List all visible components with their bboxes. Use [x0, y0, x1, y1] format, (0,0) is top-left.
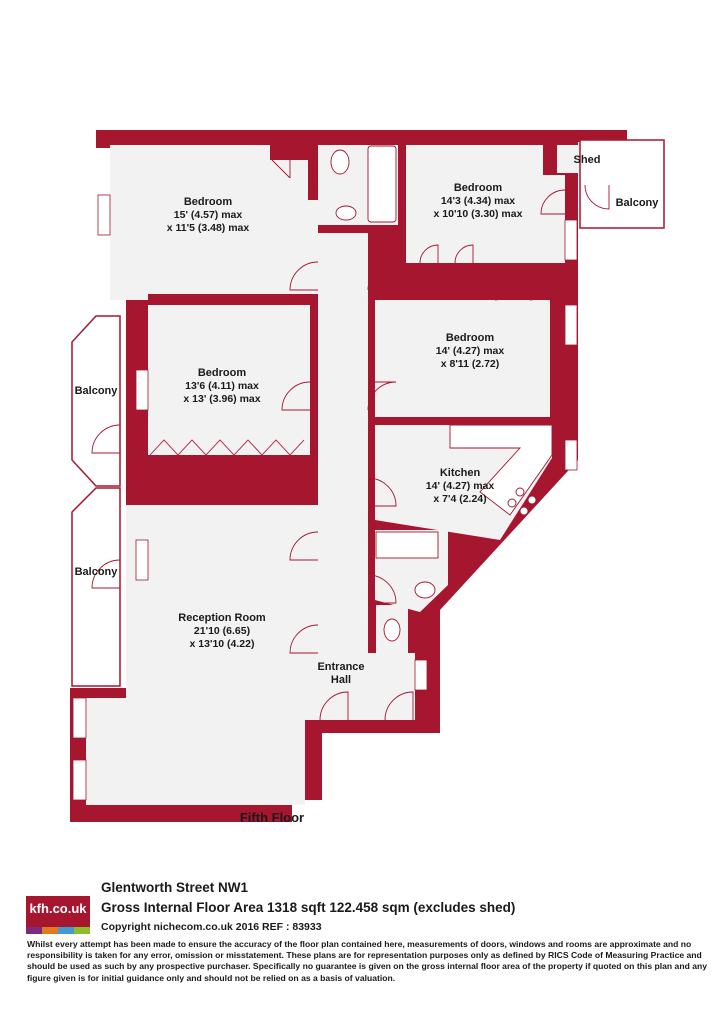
balcony-left-bottom-shape	[71, 487, 121, 687]
logo-text: kfh.co.uk	[29, 901, 87, 916]
hall-line1: Entrance	[317, 661, 364, 673]
toilet-lower	[383, 618, 401, 642]
bedroom3-floor	[148, 305, 310, 455]
kfh-logo[interactable]: kfh.co.uk	[26, 896, 90, 934]
hall-floor	[305, 653, 415, 720]
bathtub	[367, 145, 397, 223]
reception-name: Reception Room	[178, 612, 266, 624]
balcony-right-label: Balcony	[616, 197, 660, 209]
logo-color-strip	[26, 927, 90, 934]
reception-dim1: 21'10 (6.65)	[194, 625, 250, 637]
window-kitchen	[564, 439, 578, 471]
kitchen-dim1: 14' (4.27) max	[426, 480, 495, 492]
bedroom3-dim1: 13'6 (4.11) max	[185, 380, 259, 392]
shed-label: Shed	[574, 154, 601, 166]
hob-ring-3	[507, 498, 517, 508]
basin-upper	[335, 205, 357, 221]
disclaimer: Whilst every attempt has been made to en…	[27, 939, 708, 983]
bedroom1-floor	[110, 145, 318, 300]
door-swings	[91, 159, 610, 721]
logo-strip-blue	[58, 927, 74, 934]
property-address: Glentworth Street NW1	[101, 880, 249, 895]
kitchen-counter	[449, 424, 553, 516]
logo-strip-orange	[42, 927, 58, 934]
bedroom4-dim2: x 8'11 (2.72)	[441, 358, 500, 370]
wardrobe-doors	[149, 439, 305, 456]
bedroom1-dim2: x 11'5 (3.48) max	[167, 222, 250, 234]
window-hall	[414, 659, 428, 691]
kitchen-name: Kitchen	[440, 467, 481, 479]
window-bedroom4	[564, 304, 578, 346]
balcony-left-top-shape	[71, 315, 121, 487]
logo-strip-green	[74, 927, 90, 934]
window-reception-bay1	[72, 697, 87, 739]
hob-ring-4	[519, 506, 529, 516]
floor-plan: Bedroom 15' (4.57) max x 11'5 (3.48) max…	[70, 130, 665, 825]
balcony-left-top-label: Balcony	[75, 385, 119, 397]
bedroom1-dim1: 15' (4.57) max	[174, 209, 243, 221]
window-reception-bay2	[72, 759, 87, 801]
bedroom4-name: Bedroom	[446, 332, 495, 344]
floor-label: Fifth Floor	[240, 810, 304, 825]
floor-area: Gross Internal Floor Area 1318 sqft 122.…	[101, 900, 516, 915]
kitchen-dim2: x 7'4 (2.24)	[433, 493, 486, 505]
hall-line2: Hall	[331, 674, 351, 686]
basin-lower	[414, 581, 436, 599]
bedroom1-name: Bedroom	[184, 196, 233, 208]
copyright: Copyright nichecom.co.uk 2016 REF : 8393…	[101, 921, 322, 933]
footer: kfh.co.uk Glentworth Street NW1 Gross In…	[0, 876, 715, 1033]
logo-strip-purple	[26, 927, 42, 934]
toilet-upper	[330, 149, 350, 175]
balcony-left-bottom-label: Balcony	[75, 566, 119, 578]
bedroom2-dim2: x 10'10 (3.30) max	[434, 208, 523, 220]
window-bedroom2	[564, 219, 578, 261]
window-reception	[135, 539, 149, 581]
kitchen-fixtures	[449, 424, 553, 516]
window-bedroom3	[135, 369, 149, 411]
balcony-right-inner	[612, 148, 658, 222]
bedroom3-name: Bedroom	[198, 367, 247, 379]
window-bedroom1	[97, 194, 111, 236]
bedroom4-floor	[375, 300, 550, 417]
bedroom2-name: Bedroom	[454, 182, 503, 194]
windows	[72, 194, 578, 801]
bedroom2-floor	[406, 145, 565, 263]
bedroom3-dim2: x 13' (3.96) max	[183, 393, 260, 405]
reception-floor	[86, 505, 318, 805]
bedroom4-dim1: 14' (4.27) max	[436, 345, 505, 357]
bathroom-fixtures	[330, 145, 439, 642]
bedroom2-dim1: 14'3 (4.34) max	[441, 195, 515, 207]
hob-ring-2	[527, 495, 537, 505]
reception-dim2: x 13'10 (4.22)	[190, 638, 255, 650]
hob-ring-1	[515, 487, 525, 497]
corridor-floor	[318, 233, 368, 653]
shower-tray	[375, 531, 439, 559]
